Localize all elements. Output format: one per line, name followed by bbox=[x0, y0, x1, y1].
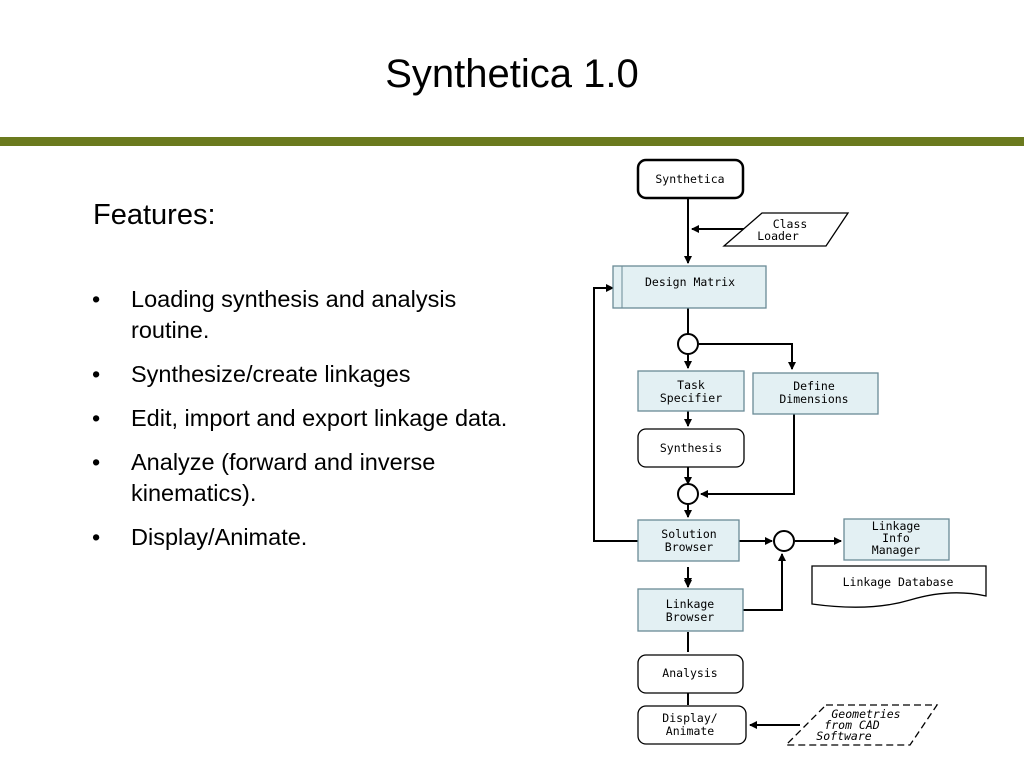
title-divider bbox=[0, 137, 1024, 146]
node-analysis: Analysis bbox=[637, 654, 744, 694]
node-geometries-from-cad: Geometries from CAD Software bbox=[784, 704, 939, 746]
feature-item: • Display/Animate. bbox=[92, 522, 512, 553]
node-design-matrix-label: Design Matrix bbox=[645, 275, 735, 289]
node-class-loader: Class Loader bbox=[722, 212, 850, 247]
svg-text:Software: Software bbox=[816, 729, 871, 743]
svg-text:Loader: Loader bbox=[757, 229, 799, 243]
svg-text:Dimensions: Dimensions bbox=[779, 392, 848, 406]
node-solution-browser: Solution Browser bbox=[637, 519, 740, 562]
node-synthetica-label: Synthetica bbox=[655, 172, 724, 186]
svg-text:Task: Task bbox=[677, 378, 705, 392]
svg-text:Info: Info bbox=[882, 531, 910, 545]
node-define-dimensions: Define Dimensions bbox=[752, 372, 879, 415]
svg-text:Browser: Browser bbox=[666, 610, 715, 624]
node-design-matrix: Design Matrix bbox=[612, 265, 767, 309]
node-synthetica: Synthetica bbox=[636, 158, 745, 200]
node-display-animate: Display/ Animate bbox=[637, 705, 747, 745]
svg-text:Linkage: Linkage bbox=[666, 597, 715, 611]
arrow-junction-to-define-dimensions bbox=[699, 343, 796, 370]
features-list: • Loading synthesis and analysis routine.… bbox=[92, 284, 512, 566]
svg-text:Solution: Solution bbox=[661, 527, 716, 541]
svg-text:Define: Define bbox=[793, 379, 835, 393]
feature-text: Display/Animate. bbox=[131, 524, 308, 550]
feature-text: Analyze (forward and inverse kinematics)… bbox=[131, 449, 436, 506]
junction-circle bbox=[773, 530, 795, 552]
node-task-specifier: Task Specifier bbox=[637, 370, 745, 412]
svg-text:Animate: Animate bbox=[666, 724, 715, 738]
arrow-solution-to-design-matrix bbox=[593, 284, 638, 542]
slide-title: Synthetica 1.0 bbox=[385, 52, 639, 96]
svg-text:Linkage: Linkage bbox=[872, 519, 921, 533]
arrow-linkage-browser-to-junction bbox=[743, 553, 786, 611]
feature-item: • Synthesize/create linkages bbox=[92, 359, 512, 390]
svg-text:Browser: Browser bbox=[665, 540, 714, 554]
bullet-icon: • bbox=[92, 286, 101, 312]
svg-text:Geometries: Geometries bbox=[831, 707, 900, 721]
junction-circle bbox=[677, 333, 699, 355]
svg-text:Synthesis: Synthesis bbox=[660, 441, 722, 455]
node-synthesis: Synthesis bbox=[637, 428, 745, 468]
node-linkage-info-manager: Linkage Info Manager bbox=[843, 518, 950, 561]
feature-text: Synthesize/create linkages bbox=[131, 361, 411, 387]
node-linkage-browser: Linkage Browser bbox=[637, 588, 744, 632]
bullet-icon: • bbox=[92, 361, 101, 387]
svg-text:Analysis: Analysis bbox=[662, 666, 717, 680]
feature-item: • Analyze (forward and inverse kinematics… bbox=[92, 447, 512, 509]
bullet-icon: • bbox=[92, 449, 101, 475]
feature-text: Edit, import and export linkage data. bbox=[131, 405, 508, 431]
features-heading: Features: bbox=[93, 199, 216, 231]
svg-text:Class: Class bbox=[773, 217, 808, 231]
bullet-icon: • bbox=[92, 405, 101, 431]
svg-text:from CAD: from CAD bbox=[824, 718, 879, 732]
feature-item: • Loading synthesis and analysis routine. bbox=[92, 284, 512, 346]
svg-text:Specifier: Specifier bbox=[660, 391, 722, 405]
feature-item: • Edit, import and export linkage data. bbox=[92, 403, 512, 434]
junction-circle bbox=[677, 483, 699, 505]
bullet-icon: • bbox=[92, 524, 101, 550]
feature-text: Loading synthesis and analysis routine. bbox=[131, 286, 457, 343]
svg-text:Linkage Database: Linkage Database bbox=[843, 575, 954, 589]
node-linkage-database: Linkage Database bbox=[811, 565, 987, 608]
svg-text:Display/: Display/ bbox=[662, 711, 717, 725]
svg-text:Manager: Manager bbox=[872, 543, 921, 557]
arrow-define-dimensions-to-junction bbox=[700, 414, 795, 498]
